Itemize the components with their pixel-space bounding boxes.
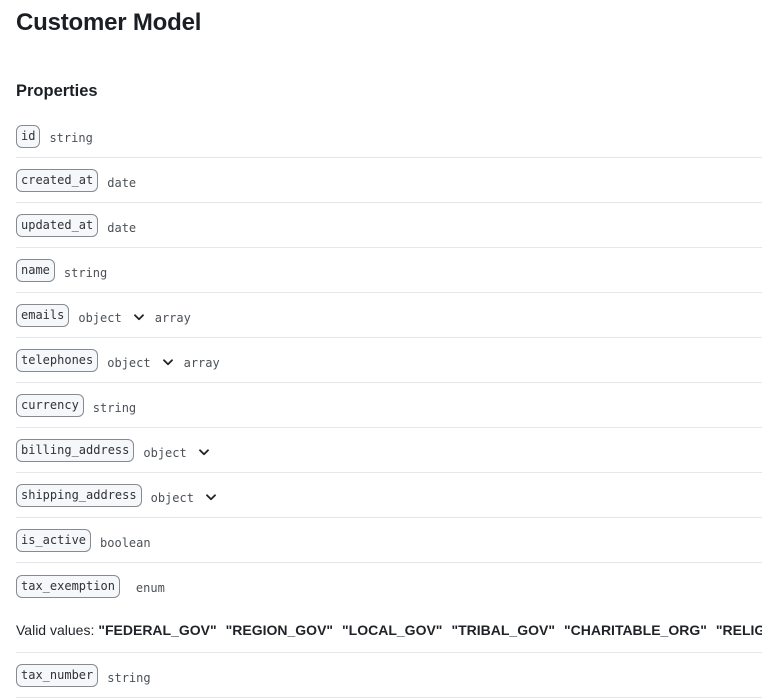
chevron-down-icon[interactable] bbox=[160, 355, 176, 371]
property-name: created_at bbox=[16, 169, 99, 192]
property-row-shipping-address: shipping_address object bbox=[16, 473, 762, 518]
property-type: object bbox=[107, 355, 151, 370]
property-name: id bbox=[16, 124, 41, 148]
enum-value: "TRIBAL_GOV" bbox=[451, 622, 555, 638]
property-type: string bbox=[49, 131, 93, 145]
property-type: string bbox=[63, 265, 108, 280]
chevron-down-icon[interactable] bbox=[203, 490, 219, 506]
property-row-is-active: is_active boolean bbox=[16, 518, 762, 563]
property-type: boolean bbox=[100, 535, 151, 550]
enum-value: "CHARITABLE_ORG" bbox=[563, 622, 707, 638]
property-secondary-type: array bbox=[183, 355, 220, 370]
property-row-tax-exemption: tax_exemption enum bbox=[16, 563, 762, 608]
property-name: billing_address bbox=[16, 439, 135, 462]
property-row-id: id string bbox=[16, 114, 762, 158]
properties-list: id string created_at date updated_at dat… bbox=[16, 114, 762, 698]
enum-value: "REGION_GOV" bbox=[225, 622, 334, 638]
property-name: is_active bbox=[16, 529, 92, 552]
property-name: tax_exemption bbox=[16, 574, 120, 598]
properties-heading: Properties bbox=[16, 82, 98, 100]
property-name: emails bbox=[16, 304, 70, 327]
property-type: string bbox=[92, 400, 137, 415]
enum-value: "LOCAL_GOV" bbox=[342, 622, 443, 638]
property-type: enum bbox=[135, 581, 165, 595]
property-type: object bbox=[143, 445, 187, 460]
page-title: Customer Model bbox=[16, 9, 202, 36]
property-row-telephones: telephones object array bbox=[16, 338, 762, 383]
property-type: object bbox=[78, 310, 122, 325]
enum-value: "RELIGIOUS_ORG" bbox=[715, 622, 762, 638]
property-name: currency bbox=[16, 394, 84, 417]
property-row-name: name string bbox=[16, 248, 762, 293]
property-row-emails: emails object array bbox=[16, 293, 762, 338]
property-name: shipping_address bbox=[16, 484, 142, 507]
property-name: telephones bbox=[16, 349, 99, 372]
chevron-down-icon[interactable] bbox=[131, 310, 147, 326]
property-type: object bbox=[150, 490, 194, 505]
tax-exemption-valid-values: Valid values: "FEDERAL_GOV""REGION_GOV""… bbox=[16, 608, 762, 653]
property-type: string bbox=[107, 670, 151, 685]
property-row-tax-number: tax_number string bbox=[16, 653, 762, 698]
property-name: tax_number bbox=[16, 664, 99, 687]
property-row-created-at: created_at date bbox=[16, 158, 762, 203]
property-row-currency: currency string bbox=[16, 383, 762, 428]
property-name: name bbox=[16, 259, 55, 282]
property-row-billing-address: billing_address object bbox=[16, 428, 762, 473]
property-name: updated_at bbox=[16, 214, 99, 237]
chevron-down-icon[interactable] bbox=[196, 445, 212, 461]
property-row-updated-at: updated_at date bbox=[16, 203, 762, 248]
valid-values-list: "FEDERAL_GOV" "REGION_GOV" "LOCAL_GOV" "TRI… bbox=[98, 622, 762, 638]
enum-value: "FEDERAL_GOV" bbox=[98, 622, 217, 638]
property-type: date bbox=[107, 175, 137, 190]
property-type: date bbox=[107, 220, 137, 235]
valid-values-label: Valid values: bbox=[16, 622, 95, 638]
property-secondary-type: array bbox=[154, 310, 191, 325]
